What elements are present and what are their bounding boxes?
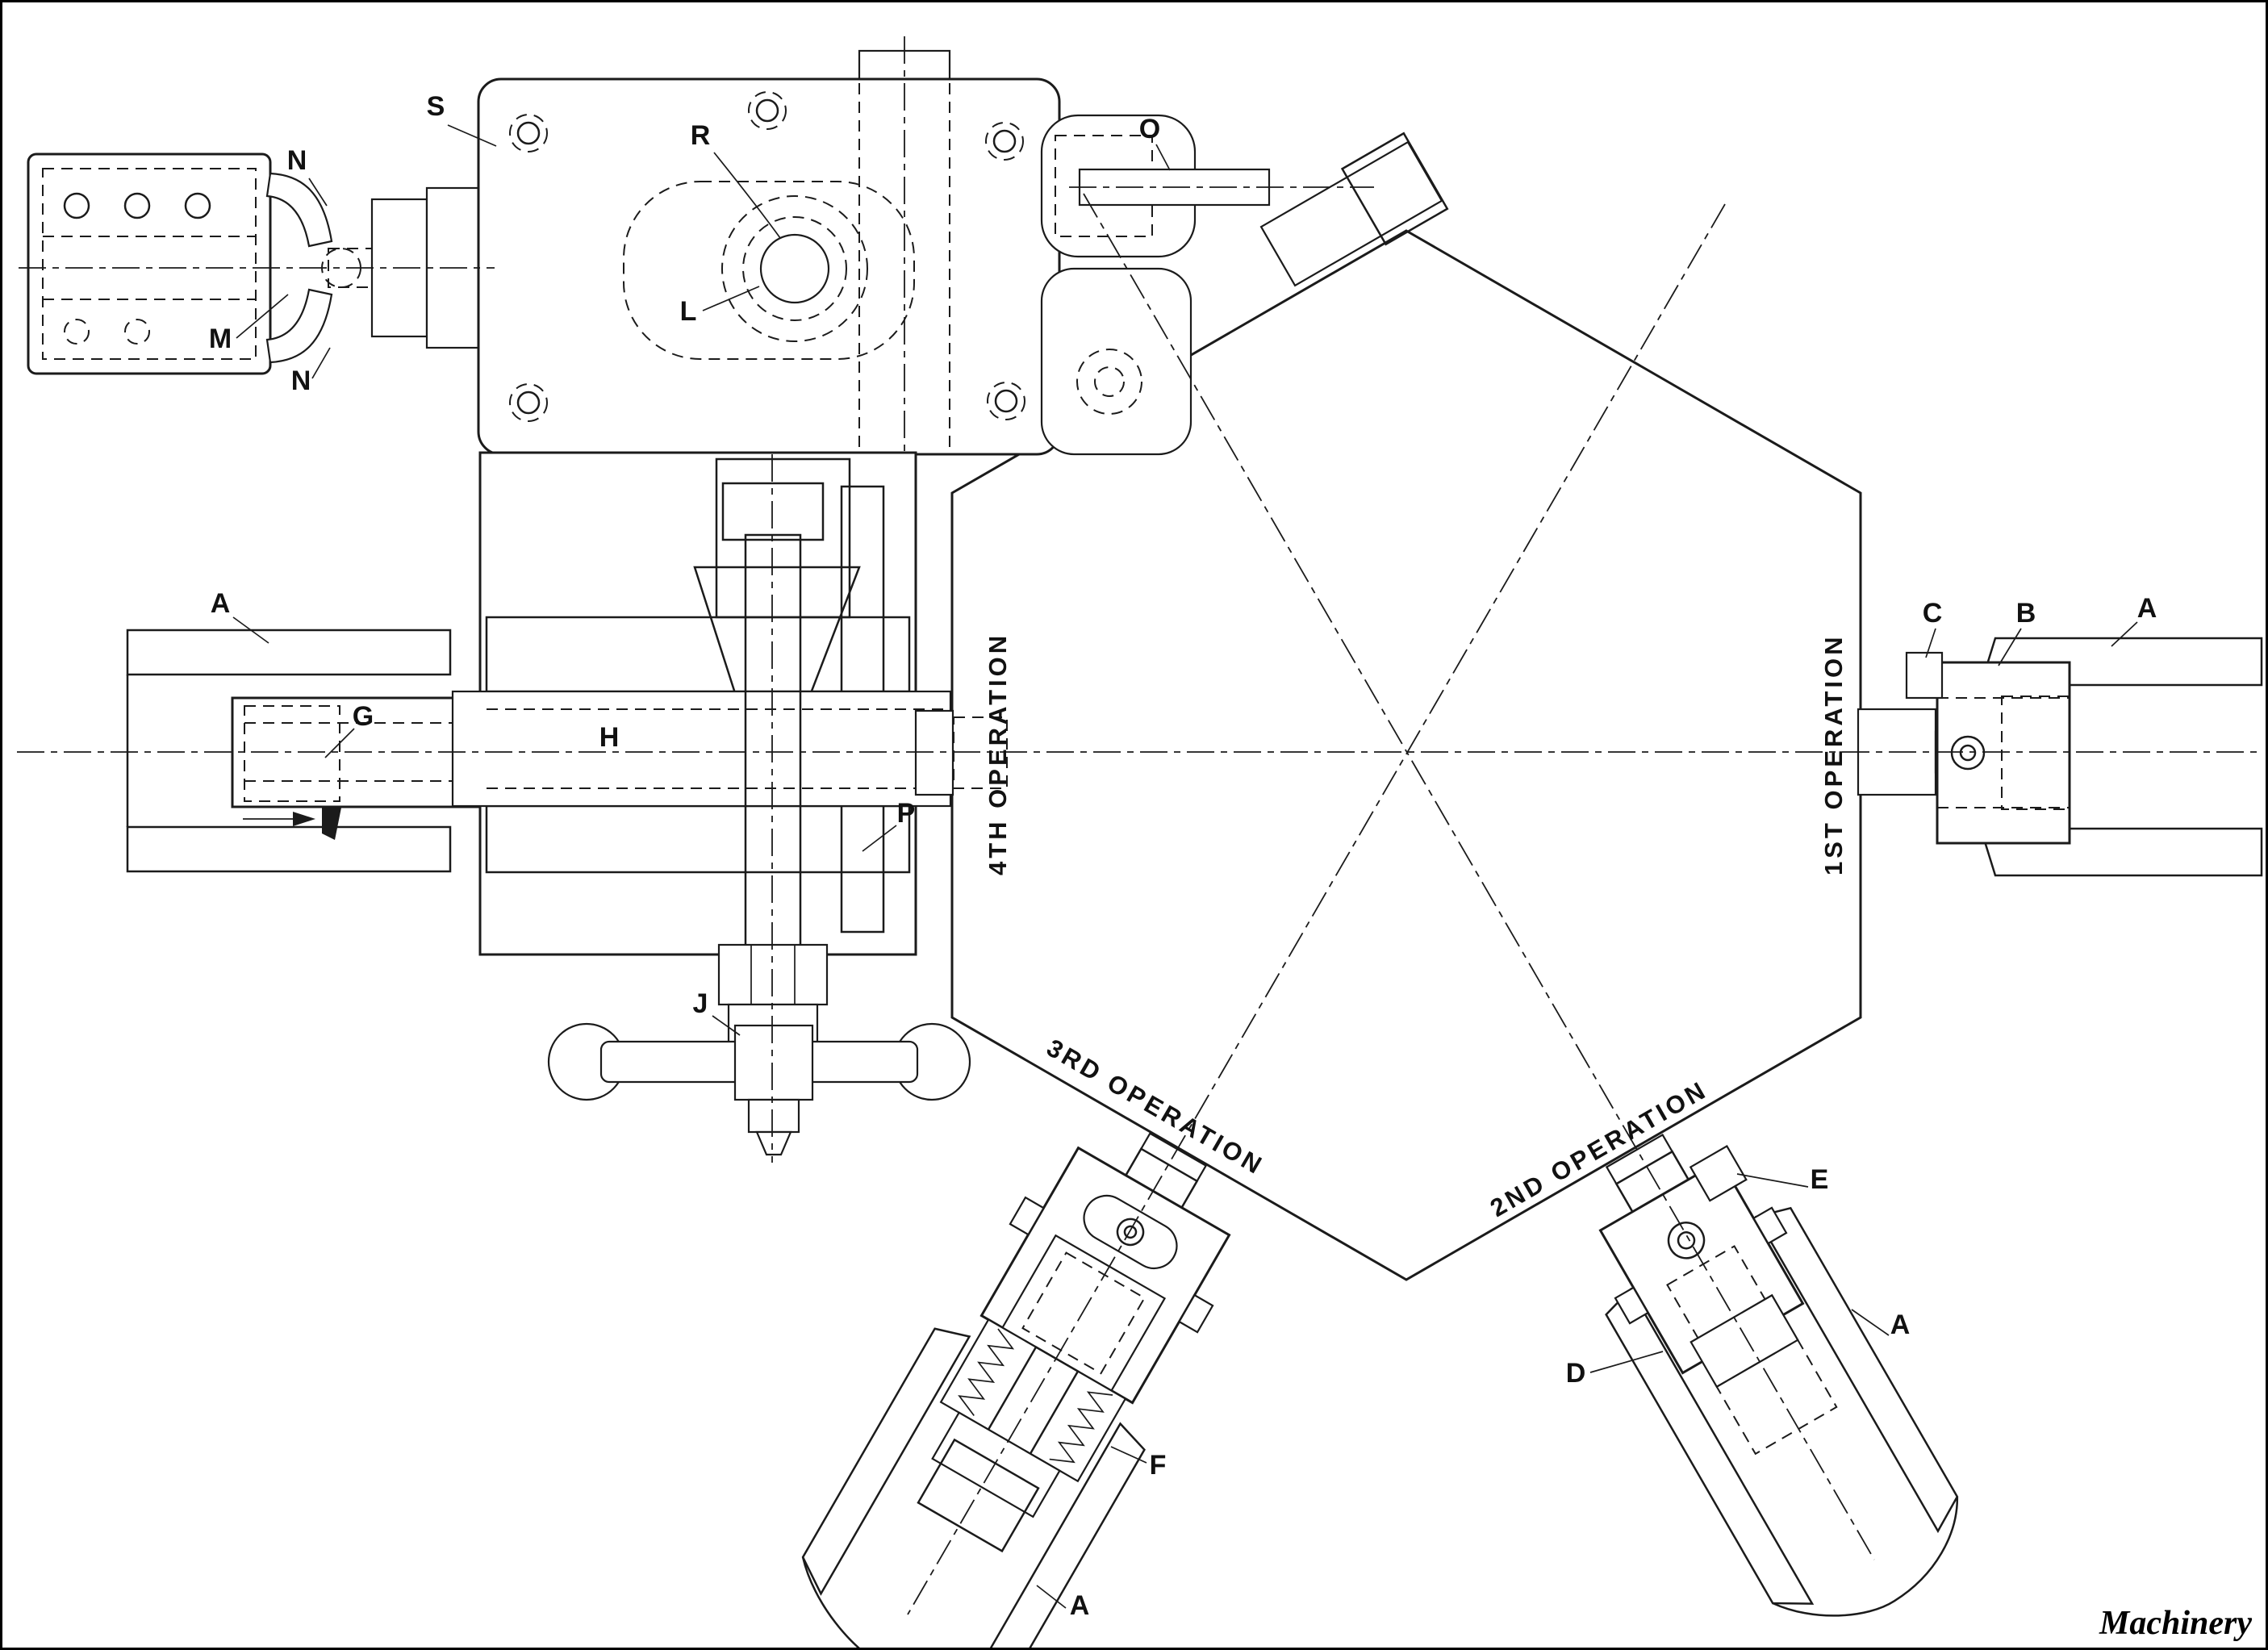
label-M: M	[209, 324, 232, 354]
clamp-slot	[1083, 1194, 1178, 1270]
tool-holder-B	[1936, 661, 2071, 845]
tube-wall-bottom	[126, 825, 452, 873]
hexagon-turret	[950, 229, 1862, 1281]
pilot-bushing	[914, 709, 954, 796]
gripper-body	[27, 152, 272, 375]
angled-stop-arm	[1259, 132, 1449, 287]
tube-wall-top	[126, 629, 452, 676]
head-bolt-holes	[509, 91, 1025, 422]
pipe-A-wall-left	[801, 1327, 971, 1596]
clamp-stud-head	[721, 482, 825, 541]
handle-hub-nut	[733, 1024, 814, 1101]
fourth-operation-label: 4TH OPERATION	[984, 633, 1012, 875]
label-N-upper: N	[287, 145, 307, 176]
first-operation-label: 1ST OPERATION	[1819, 634, 1848, 875]
pipe-A-broken-end	[1772, 1496, 1959, 1617]
label-S: S	[427, 91, 445, 122]
label-A-left: A	[211, 588, 231, 619]
part-labels: S N M N R O L A G H P J C B A E A D	[209, 91, 2157, 1621]
head-right-lug-lower	[1040, 267, 1192, 456]
adjusting-rod-O	[1078, 132, 1449, 287]
label-D: D	[1566, 1358, 1586, 1389]
hexagon-outline	[950, 229, 1862, 1281]
centerlines	[17, 36, 2260, 1615]
gripper-bolt-hole	[63, 192, 90, 219]
pipe-A-wall-right	[1755, 1206, 1959, 1534]
pipe-A-wall-bottom	[1979, 827, 2263, 877]
label-A-right: A	[2137, 593, 2157, 624]
label-P: P	[897, 798, 916, 829]
cam-outline-hidden	[623, 181, 915, 360]
spring-right	[1049, 1391, 1113, 1464]
label-N-lower: N	[291, 366, 311, 396]
label-B: B	[2016, 598, 2036, 629]
spindle-bore-H	[451, 690, 952, 808]
second-op-axis	[1083, 193, 1875, 1560]
label-H: H	[599, 722, 620, 753]
gage-block-E	[1689, 1144, 1748, 1202]
label-F: F	[1150, 1450, 1167, 1481]
third-op-axis	[907, 203, 1726, 1615]
spindle-boss	[759, 233, 830, 304]
stop-dog	[322, 808, 341, 840]
label-O: O	[1139, 114, 1160, 144]
pipe-A-wall-right	[970, 1422, 1146, 1648]
label-E: E	[1811, 1164, 1829, 1195]
spring-left	[958, 1328, 1015, 1417]
rod-O-body	[1078, 168, 1271, 207]
label-C: C	[1923, 598, 1943, 629]
clamp-nut-upper	[717, 943, 829, 1006]
magazine-credit: Machinery	[2099, 1605, 2252, 1642]
gripper-finger-upper	[265, 172, 333, 248]
third-operation-station	[801, 1132, 1231, 1648]
stop-arm-clamp-block	[1340, 132, 1449, 246]
label-L: L	[680, 296, 697, 327]
label-G: G	[353, 701, 374, 732]
first-operation-station	[1857, 637, 2263, 877]
gripper-finger-lower	[265, 288, 333, 364]
label-A-third: A	[1070, 1590, 1090, 1621]
feed-arrow-head	[293, 812, 315, 826]
head-bracket-section	[451, 451, 1008, 1037]
stop-block-C	[1905, 651, 1944, 700]
label-R: R	[691, 120, 711, 151]
clamp-boss	[715, 457, 851, 619]
stock-gripper-assembly	[27, 152, 482, 375]
label-J: J	[693, 988, 708, 1019]
label-A-second: A	[1890, 1310, 1911, 1340]
pipe-A-broken-end	[801, 1556, 1013, 1648]
drill-head-assembly	[477, 49, 1197, 456]
second-operation-station	[1598, 1133, 1959, 1617]
clamp-handle-assembly	[547, 943, 971, 1156]
